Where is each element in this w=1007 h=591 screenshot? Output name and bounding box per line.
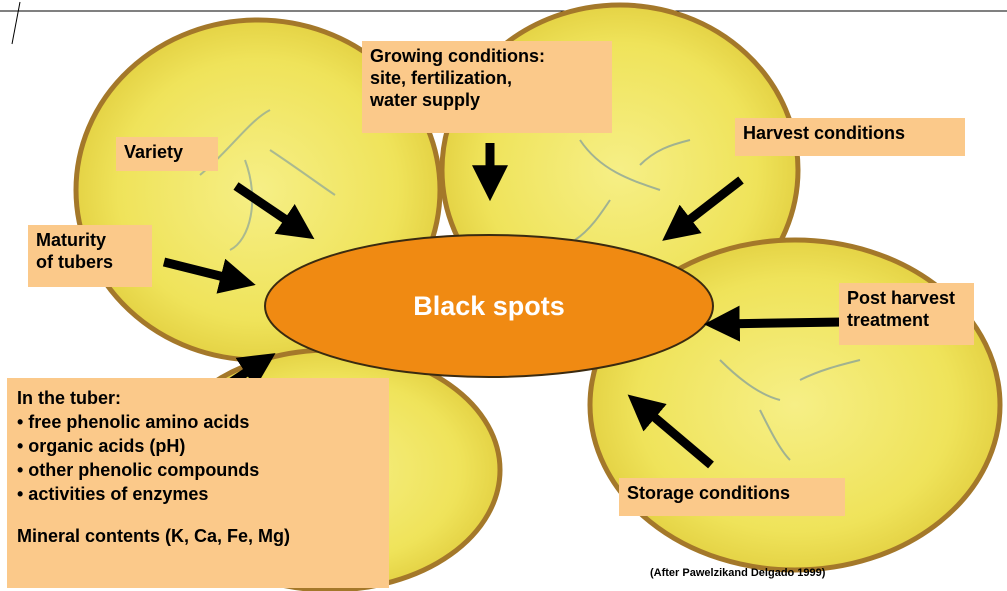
tuber-item: • organic acids (pH) — [17, 434, 379, 458]
corner-slash — [12, 2, 20, 44]
tuber-title: In the tuber: — [17, 386, 379, 410]
post-harvest-line-2: treatment — [847, 309, 966, 331]
citation: (After Pawelzikand Delgado 1999) — [650, 567, 825, 579]
in-the-tuber-box: In the tuber: • free phenolic amino acid… — [7, 378, 389, 588]
tuber-gap — [17, 506, 379, 524]
growing-line-2: site, fertilization, — [370, 67, 604, 89]
tuber-item: • activities of enzymes — [17, 482, 379, 506]
black-spots-label: Black spots — [265, 236, 713, 376]
harvest-label: Harvest conditions — [743, 122, 957, 144]
arrow-post-harvest — [720, 322, 842, 324]
mineral-contents: Mineral contents (K, Ca, Fe, Mg) — [17, 524, 379, 548]
storage-label: Storage conditions — [627, 482, 837, 504]
maturity-line-2: of tubers — [36, 251, 144, 273]
variety-box: Variety — [116, 137, 218, 171]
growing-conditions-box: Growing conditions: site, fertilization,… — [362, 41, 612, 133]
post-harvest-box: Post harvest treatment — [839, 283, 974, 345]
tuber-item: • other phenolic compounds — [17, 458, 379, 482]
harvest-conditions-box: Harvest conditions — [735, 118, 965, 156]
maturity-line-1: Maturity — [36, 229, 144, 251]
maturity-box: Maturity of tubers — [28, 225, 152, 287]
variety-label: Variety — [124, 141, 210, 163]
post-harvest-line-1: Post harvest — [847, 287, 966, 309]
growing-line-1: Growing conditions: — [370, 45, 604, 67]
growing-line-3: water supply — [370, 89, 604, 111]
storage-conditions-box: Storage conditions — [619, 478, 845, 516]
tuber-item: • free phenolic amino acids — [17, 410, 379, 434]
